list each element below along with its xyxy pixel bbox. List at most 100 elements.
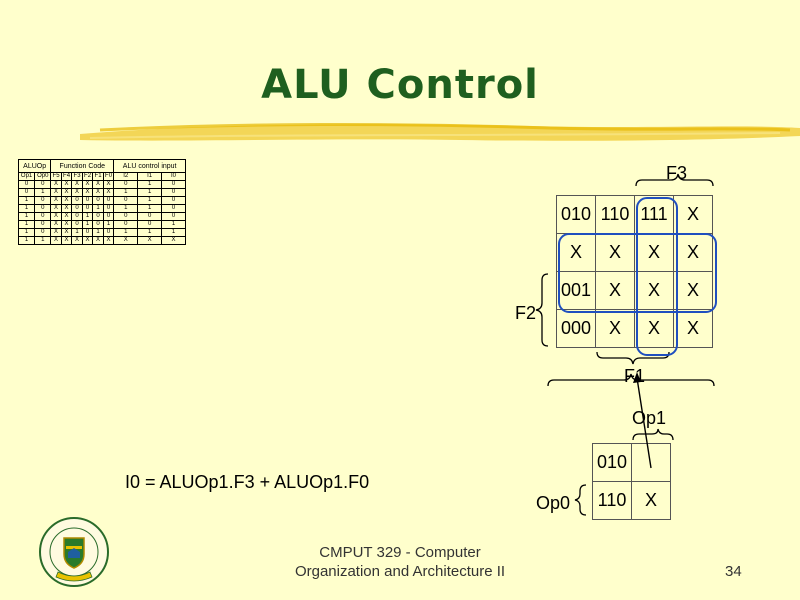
table-cell: 0 bbox=[113, 196, 139, 205]
table-cell: 0 bbox=[34, 228, 52, 237]
table-cell: 1 bbox=[113, 228, 139, 237]
kmap-cell: X bbox=[673, 309, 713, 348]
table-column-header: F3 bbox=[71, 172, 83, 181]
table-cell: X bbox=[102, 236, 115, 245]
kmap-cell: X bbox=[631, 481, 671, 520]
table-cell: 0 bbox=[113, 180, 139, 189]
label-f3: F3 bbox=[666, 163, 688, 183]
equation: I0 = ALUOp1.F3 + ALUOp1.F0 bbox=[125, 472, 370, 492]
table-column-header: I0 bbox=[161, 172, 186, 181]
table-cell: 0 bbox=[34, 212, 52, 221]
table-cell: 0 bbox=[161, 180, 186, 189]
kmap-cell: 010 bbox=[592, 443, 632, 482]
table-cell: X bbox=[60, 236, 73, 245]
kmap-cell: X bbox=[673, 271, 713, 310]
table-cell: 1 bbox=[81, 212, 94, 221]
label-op1: Op1 bbox=[632, 408, 667, 428]
table-cell: 1 bbox=[17, 236, 36, 245]
table-cell: 0 bbox=[81, 228, 94, 237]
table-cell: 1 bbox=[137, 180, 163, 189]
table-column-header: F5 bbox=[50, 172, 62, 181]
table-cell: X bbox=[71, 188, 83, 197]
kmap-cell: 111 bbox=[634, 195, 674, 234]
table-cell: X bbox=[50, 188, 62, 197]
table-cell: X bbox=[50, 212, 62, 221]
table-cell: 1 bbox=[34, 188, 52, 197]
table-cell: X bbox=[81, 236, 94, 245]
header-function-code: Function Code bbox=[50, 159, 115, 173]
kmap-cell: 110 bbox=[592, 481, 632, 520]
header-aluop: ALUOp bbox=[17, 159, 52, 173]
table-cell: 1 bbox=[137, 204, 163, 213]
alu-truth-table: ALUOp Function Code ALU control input Op… bbox=[17, 159, 186, 259]
kmap-cell: X bbox=[673, 195, 713, 234]
table-cell: 0 bbox=[81, 204, 94, 213]
table-cell: X bbox=[60, 196, 73, 205]
slide-title: ALU Control bbox=[261, 62, 539, 108]
university-crest-logo bbox=[39, 517, 109, 587]
table-cell: X bbox=[81, 188, 94, 197]
table-cell: 1 bbox=[137, 196, 163, 205]
table-cell: 1 bbox=[17, 212, 36, 221]
table-cell: 1 bbox=[17, 204, 36, 213]
table-cell: 1 bbox=[113, 204, 139, 213]
table-cell: 0 bbox=[92, 212, 104, 221]
table-cell: 1 bbox=[161, 228, 186, 237]
kmap-cell: X bbox=[595, 233, 635, 272]
table-cell: X bbox=[113, 236, 139, 245]
kmap-cell: 010 bbox=[556, 195, 596, 234]
table-cell: X bbox=[60, 204, 73, 213]
table-cell: X bbox=[137, 236, 163, 245]
footer-line2: Organization and Architecture II bbox=[294, 563, 506, 580]
table-column-header: Op1 bbox=[17, 172, 36, 181]
table-cell: 1 bbox=[17, 196, 36, 205]
table-cell: 1 bbox=[113, 188, 139, 197]
table-cell: X bbox=[71, 180, 83, 189]
footer-line1: CMPUT 329 - Computer bbox=[319, 544, 481, 561]
table-column-header: I1 bbox=[137, 172, 163, 181]
table-cell: 0 bbox=[102, 204, 115, 213]
table-cell: 1 bbox=[17, 220, 36, 229]
brace-op0 bbox=[574, 484, 587, 516]
kmap-cell bbox=[631, 443, 671, 482]
brace-op1 bbox=[632, 428, 674, 441]
title-underline-brushstroke bbox=[80, 122, 800, 141]
table-column-header: Op0 bbox=[34, 172, 52, 181]
table-cell: 0 bbox=[102, 196, 115, 205]
kmap-cell: X bbox=[556, 233, 596, 272]
kmap-cell: X bbox=[634, 271, 674, 310]
label-f1: F1 bbox=[624, 366, 646, 386]
table-cell: 0 bbox=[92, 220, 104, 229]
table-cell: 0 bbox=[137, 220, 163, 229]
kmap-cell: X bbox=[595, 271, 635, 310]
table-cell: 0 bbox=[113, 212, 139, 221]
brace-f1 bbox=[596, 351, 670, 365]
table-cell: 0 bbox=[71, 220, 83, 229]
table-cell: X bbox=[92, 188, 104, 197]
table-cell: 0 bbox=[17, 180, 36, 189]
table-cell: 1 bbox=[137, 228, 163, 237]
table-column-header: I2 bbox=[113, 172, 139, 181]
table-column-header: F0 bbox=[102, 172, 115, 181]
table-cell: X bbox=[92, 180, 104, 189]
table-column-header: F4 bbox=[60, 172, 73, 181]
table-cell: 0 bbox=[102, 228, 115, 237]
table-cell: X bbox=[81, 180, 94, 189]
table-cell: X bbox=[161, 236, 186, 245]
table-cell: 0 bbox=[71, 204, 83, 213]
table-cell: 1 bbox=[92, 204, 104, 213]
table-cell: X bbox=[50, 204, 62, 213]
table-cell: 1 bbox=[17, 228, 36, 237]
table-cell: 0 bbox=[34, 220, 52, 229]
table-cell: 0 bbox=[137, 212, 163, 221]
